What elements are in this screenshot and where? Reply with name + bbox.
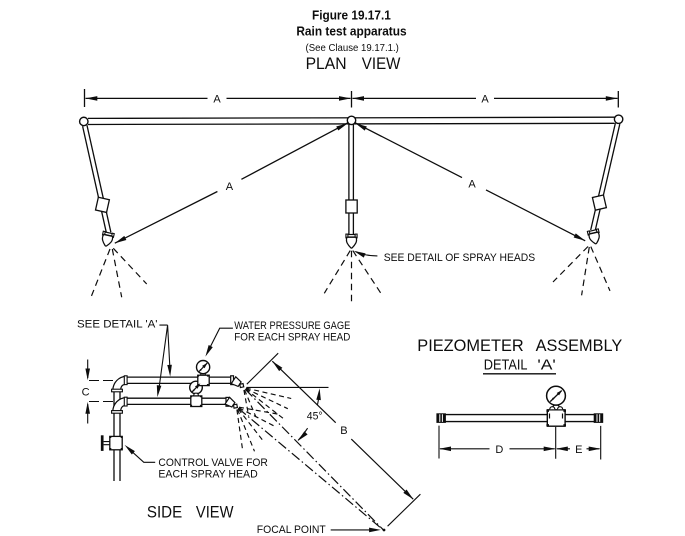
svg-text:A: A xyxy=(226,181,234,193)
svg-text:45°: 45° xyxy=(307,411,323,423)
svg-text:VIEW: VIEW xyxy=(362,54,401,73)
svg-text:C: C xyxy=(82,387,90,399)
svg-text:D: D xyxy=(495,444,503,456)
svg-text:A: A xyxy=(481,93,489,105)
svg-text:PIEZOMETER: PIEZOMETER xyxy=(417,336,523,355)
svg-text:A: A xyxy=(468,179,476,191)
svg-text:'A': 'A' xyxy=(537,358,556,374)
svg-text:WATER PRESSURE GAGE: WATER PRESSURE GAGE xyxy=(234,320,350,332)
svg-text:CONTROL VALVE FOR: CONTROL VALVE FOR xyxy=(158,457,268,469)
svg-text:FOCAL POINT: FOCAL POINT xyxy=(257,524,326,536)
svg-text:B: B xyxy=(340,425,347,437)
svg-text:Rain test apparatus: Rain test apparatus xyxy=(296,25,406,39)
svg-text:SEE DETAIL OF SPRAY HEADS: SEE DETAIL OF SPRAY HEADS xyxy=(384,252,536,264)
svg-text:SEE DETAIL 'A': SEE DETAIL 'A' xyxy=(77,318,158,330)
svg-text:ASSEMBLY: ASSEMBLY xyxy=(536,336,623,355)
svg-text:(See Clause 19.17.1.): (See Clause 19.17.1.) xyxy=(306,43,399,54)
svg-text:EACH SPRAY HEAD: EACH SPRAY HEAD xyxy=(158,469,257,481)
svg-text:E: E xyxy=(575,444,582,456)
svg-text:Figure 19.17.1: Figure 19.17.1 xyxy=(312,9,391,23)
svg-text:FOR EACH SPRAY HEAD: FOR EACH SPRAY HEAD xyxy=(234,332,350,344)
svg-text:VIEW: VIEW xyxy=(196,503,234,522)
svg-text:SIDE: SIDE xyxy=(147,503,182,522)
svg-text:PLAN: PLAN xyxy=(306,54,347,73)
svg-text:DETAIL: DETAIL xyxy=(484,358,528,374)
svg-text:A: A xyxy=(213,93,221,105)
